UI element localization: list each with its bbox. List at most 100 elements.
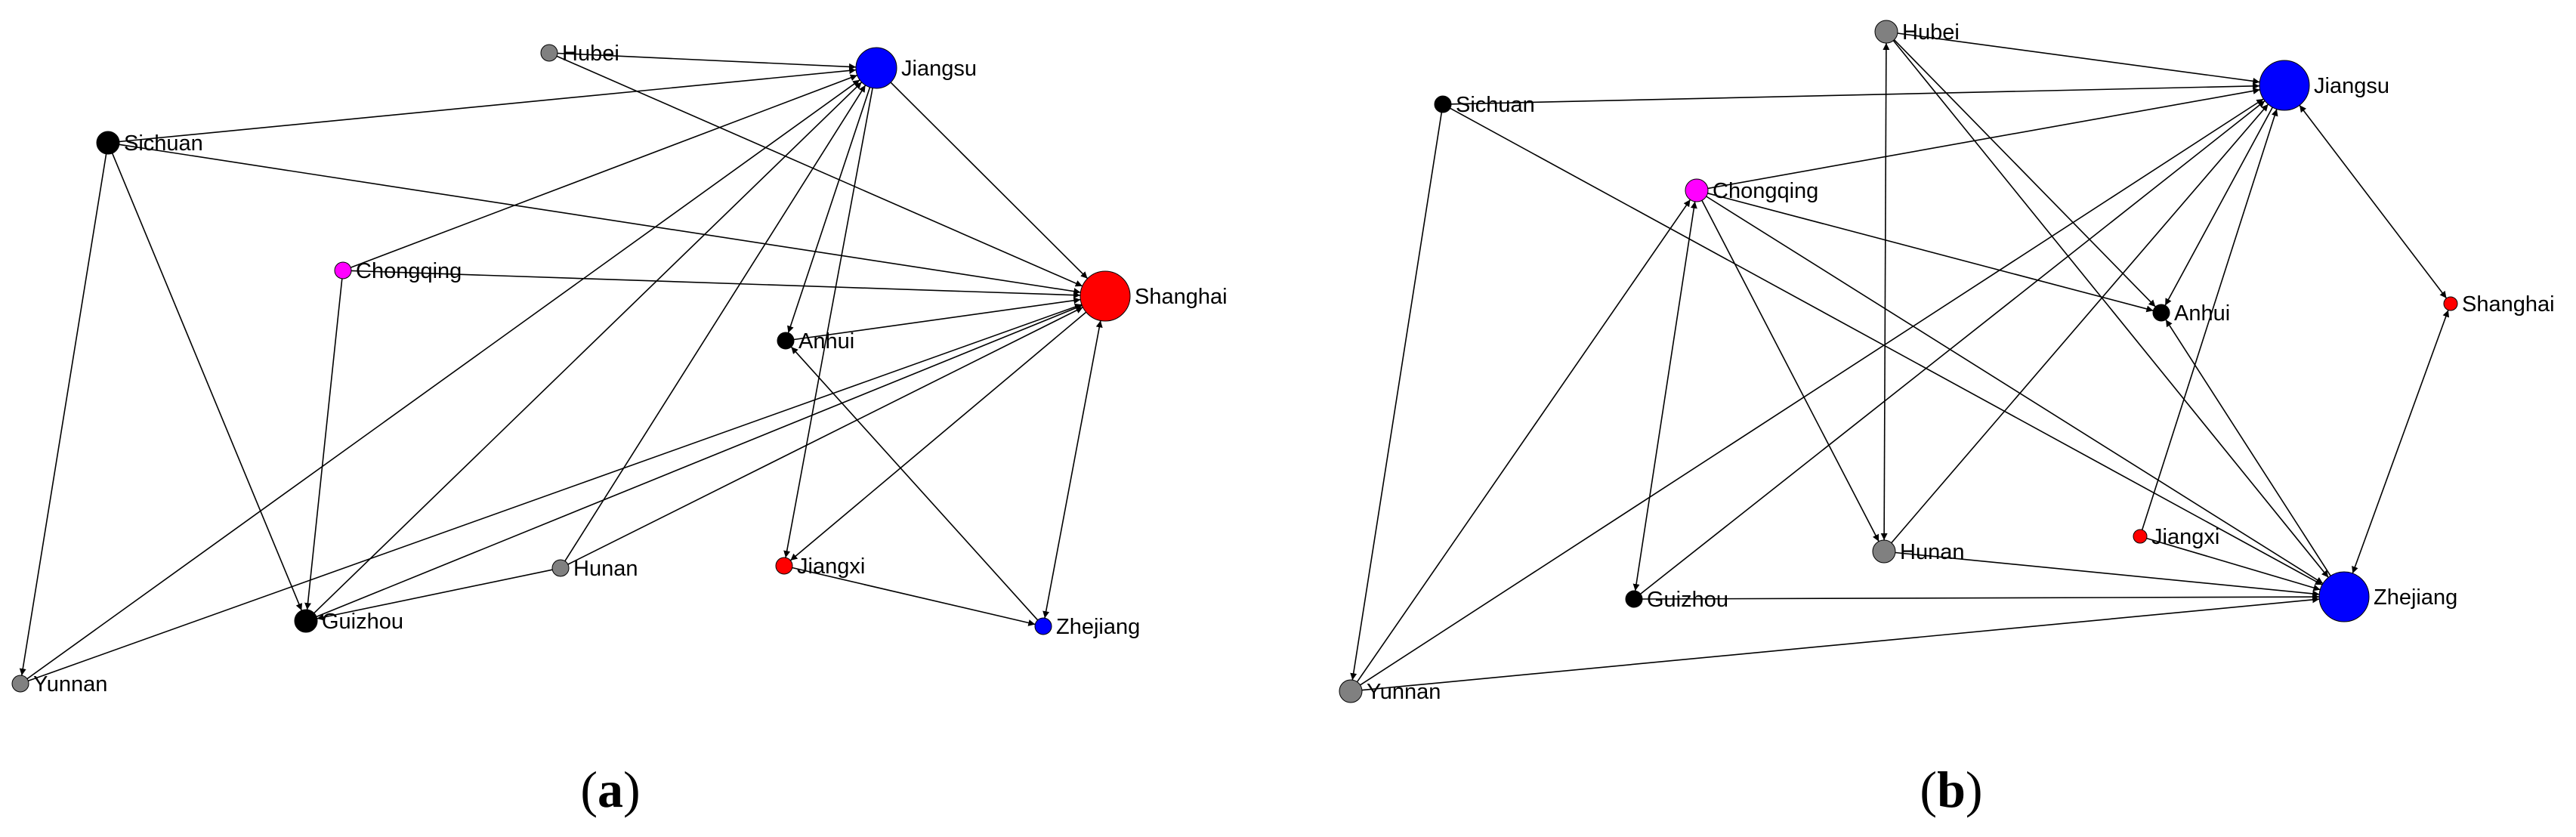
edge-sichuan-to-jiangsu [119,66,857,143]
edge-shanghai-to-zhejiang [2352,310,2450,574]
node-label-sichuan: Sichuan [124,131,203,156]
node-label-jiangxi: Jiangxi [797,554,865,579]
node-marker-yunnan [1339,679,1363,703]
node-marker-hubei [1874,20,1898,44]
edge-jiangxi-to-zhejiang [2146,537,2321,591]
node-marker-jiangsu [2259,60,2310,111]
edge-sichuan-to-yunnan [1350,112,1443,681]
edge-guizhou-to-jiangsu [314,82,863,614]
edge-anhui-to-shanghai [793,297,1081,341]
edge-jiangsu-to-shanghai [890,82,1089,280]
edge-jiangsu-to-anhui [2164,107,2274,306]
edge-jiangxi-to-zhejiang [792,567,1036,626]
edge-jiangsu-to-anhui [787,87,871,333]
node-label-jiangxi: Jiangxi [2151,525,2219,549]
node-marker-jiangxi [2133,529,2148,544]
edge-hubei-to-shanghai [556,55,1083,287]
node-marker-anhui [777,332,795,350]
node-zhejiang: Zhejiang [2318,571,2457,622]
node-label-yunnan: Yunnan [33,672,107,696]
node-marker-guizhou [1625,590,1643,608]
node-hunan: Hunan [551,557,638,581]
edge-yunnan-to-jiangsu [1360,98,2264,686]
node-label-anhui: Anhui [798,329,854,354]
node-marker-hubei [540,44,558,62]
edge-shanghai-to-jiangxi [789,311,1087,561]
edge-hubei-to-zhejiang [1892,40,2329,578]
node-label-zhejiang: Zhejiang [2374,585,2457,610]
node-label-hunan: Hunan [1900,540,1964,564]
node-label-chongqing: Chongqing [356,259,462,283]
node-marker-chongqing [334,261,352,280]
node-label-guizhou: Guizhou [1647,588,1728,612]
edge-chongqing-to-jiangsu [1707,87,2260,190]
node-chongqing: Chongqing [1685,178,1818,203]
node-hubei: Hubei [1874,20,1960,45]
node-label-yunnan: Yunnan [1367,680,1441,704]
node-jiangxi: Jiangxi [2133,525,2219,549]
edge-hubei-to-hunan [1880,42,1890,541]
edge-guizhou-to-jiangsu [1640,100,2266,595]
node-hunan: Hunan [1872,539,1964,564]
edge-chongqing-to-hunan [1701,199,1879,542]
node-label-hubei: Hubei [562,42,619,66]
panel-a-caption: (a) [580,761,640,818]
node-yunnan: Yunnan [1339,679,1441,704]
edge-hunan-to-jiangsu [1891,103,2269,544]
edge-sichuan-to-shanghai [119,144,1081,295]
node-jiangxi: Jiangxi [775,554,865,579]
edge-chongqing-to-jiangsu [351,74,858,268]
node-label-chongqing: Chongqing [1713,179,1818,203]
node-label-anhui: Anhui [2174,301,2230,326]
edge-chongqing-to-guizhou [304,278,343,610]
edge-hunan-to-jiangsu [564,85,866,562]
node-marker-anhui [2152,304,2170,322]
edge-jiangsu-to-jiangxi [783,88,873,558]
edge-sichuan-to-zhejiang [1450,107,2323,585]
node-marker-guizhou [294,609,318,633]
node-sichuan: Sichuan [96,131,203,156]
node-jiangsu: Jiangsu [2259,60,2389,111]
edge-hubei-to-jiangsu [1897,32,2260,85]
node-marker-yunnan [11,675,29,693]
edge-yunnan-to-jiangsu [26,79,860,680]
node-sichuan: Sichuan [1434,93,1535,117]
node-anhui: Anhui [2152,301,2230,326]
node-marker-zhejiang [1034,617,1052,635]
node-jiangsu: Jiangsu [855,47,977,89]
node-guizhou: Guizhou [1625,588,1728,612]
edge-chongqing-to-anhui [1707,193,2154,313]
edge-sichuan-to-guizhou [111,153,303,611]
edge-yunnan-to-shanghai [28,303,1083,682]
node-label-jiangsu: Jiangsu [2314,74,2389,98]
node-label-jiangsu: Jiangsu [901,57,977,81]
node-hubei: Hubei [540,42,619,66]
edge-yunnan-to-chongqing [1356,199,1691,683]
panel-b-edges [1350,32,2450,691]
node-yunnan: Yunnan [11,672,107,696]
node-label-hunan: Hunan [573,557,638,581]
network-panel-a: HubeiJiangsuSichuanChongqingShanghaiAnhu… [11,42,1228,818]
node-marker-shanghai [2443,296,2458,311]
node-label-sichuan: Sichuan [1456,93,1535,117]
edge-hubei-to-jiangsu [557,52,857,70]
edge-zhejiang-to-anhui [790,346,1039,621]
edge-guizhou-to-zhejiang [1642,593,2320,601]
edge-yunnan-to-zhejiang [1361,596,2320,691]
node-label-shanghai: Shanghai [1135,285,1228,309]
node-marker-chongqing [1685,178,1709,202]
node-chongqing: Chongqing [334,259,462,283]
edge-chongqing-to-guizhou [1632,201,1697,591]
node-marker-sichuan [1434,95,1452,113]
node-shanghai: Shanghai [2443,292,2555,317]
node-zhejiang: Zhejiang [1034,615,1140,639]
edge-sichuan-to-yunnan [19,153,107,676]
node-marker-sichuan [96,131,120,155]
edge-chongqing-to-shanghai [351,270,1081,299]
edge-jiangxi-to-jiangsu [2141,109,2278,530]
node-marker-jiangxi [775,557,793,575]
edge-guizhou-to-shanghai [316,304,1083,618]
node-guizhou: Guizhou [294,609,403,634]
